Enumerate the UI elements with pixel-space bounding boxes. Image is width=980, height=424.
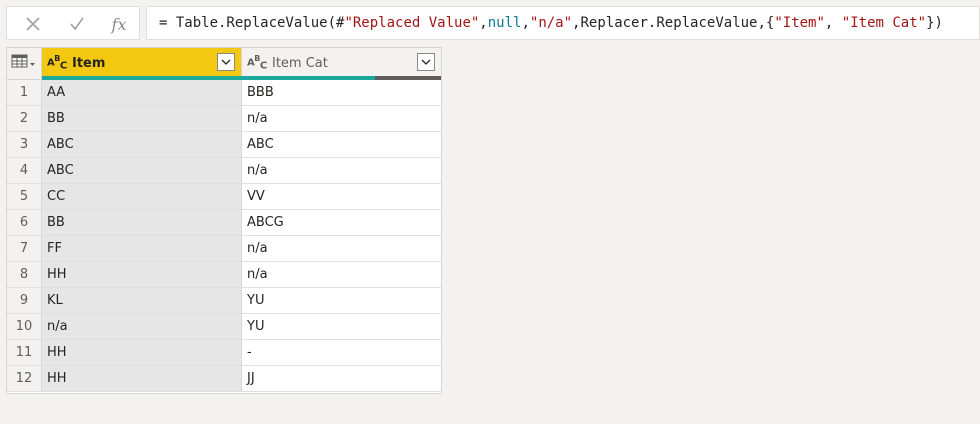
formula-token: , xyxy=(824,15,842,31)
row-number: 4 xyxy=(7,158,42,184)
formula-input[interactable]: = Table.ReplaceValue(#"Replaced Value",n… xyxy=(146,6,980,40)
row-number: 10 xyxy=(7,314,42,340)
column-header-label: Item xyxy=(72,56,106,71)
cell-item-cat[interactable]: YU xyxy=(242,288,441,314)
formula-token: null xyxy=(487,15,522,31)
cell-item[interactable]: n/a xyxy=(42,314,242,340)
formula-token: }) xyxy=(926,15,943,31)
abc-text-type-icon[interactable]: ABC xyxy=(247,54,267,72)
column-header-label: Item Cat xyxy=(272,56,328,71)
formula-token: "Item" xyxy=(774,15,825,31)
row-number: 1 xyxy=(7,80,42,106)
column-header-item-cat[interactable]: ABC Item Cat xyxy=(242,48,441,80)
row-number: 12 xyxy=(7,366,42,392)
row-number: 9 xyxy=(7,288,42,314)
formula-token: , xyxy=(479,15,488,31)
table-icon xyxy=(11,54,35,68)
table-menu-button[interactable] xyxy=(7,48,42,80)
column-quality-bar-empty xyxy=(375,76,441,80)
cell-item[interactable]: FF xyxy=(42,236,242,262)
cell-item[interactable]: CC xyxy=(42,184,242,210)
formula-token: "n/a" xyxy=(529,15,573,31)
formula-token: , xyxy=(521,15,530,31)
column-header-item[interactable]: ABC Item xyxy=(42,48,242,80)
cell-item-cat[interactable]: ABCG xyxy=(242,210,441,236)
column-quality-bar-valid xyxy=(242,76,375,80)
cell-item-cat[interactable]: - xyxy=(242,340,441,366)
formula-token: = Table.ReplaceValue(# xyxy=(159,15,345,31)
cell-item[interactable]: HH xyxy=(42,262,242,288)
abc-text-type-icon[interactable]: ABC xyxy=(47,54,67,72)
cell-item-cat[interactable]: BBB xyxy=(242,80,441,106)
row-number: 11 xyxy=(7,340,42,366)
row-number: 2 xyxy=(7,106,42,132)
formula-token: "Item Cat" xyxy=(841,15,927,31)
row-number: 5 xyxy=(7,184,42,210)
cell-item[interactable]: BB xyxy=(42,210,242,236)
cell-item[interactable]: KL xyxy=(42,288,242,314)
chevron-down-icon xyxy=(421,59,431,65)
cell-item[interactable]: ABC xyxy=(42,158,242,184)
row-number: 8 xyxy=(7,262,42,288)
cell-item-cat[interactable]: ABC xyxy=(242,132,441,158)
x-icon[interactable] xyxy=(13,7,53,41)
cell-item[interactable]: AA xyxy=(42,80,242,106)
cell-item-cat[interactable]: n/a xyxy=(242,236,441,262)
cell-item[interactable]: HH xyxy=(42,366,242,392)
row-number: 7 xyxy=(7,236,42,262)
cell-item[interactable]: BB xyxy=(42,106,242,132)
row-number: 6 xyxy=(7,210,42,236)
filter-dropdown-button[interactable] xyxy=(417,53,435,71)
cell-item-cat[interactable]: JJ xyxy=(242,366,441,392)
formula-token: ,Replacer.ReplaceValue,{ xyxy=(572,15,775,31)
cell-item-cat[interactable]: n/a xyxy=(242,106,441,132)
cell-item[interactable]: ABC xyxy=(42,132,242,158)
fx-icon[interactable]: fx xyxy=(111,14,127,34)
row-number: 3 xyxy=(7,132,42,158)
cell-item-cat[interactable]: VV xyxy=(242,184,441,210)
formula-bar-buttons: fx xyxy=(6,6,140,40)
cell-item-cat[interactable]: n/a xyxy=(242,262,441,288)
chevron-down-icon xyxy=(221,59,231,65)
filter-dropdown-button[interactable] xyxy=(217,53,235,71)
cell-item-cat[interactable]: YU xyxy=(242,314,441,340)
cell-item-cat[interactable]: n/a xyxy=(242,158,441,184)
column-quality-bar-valid xyxy=(42,76,242,80)
formula-bar: fx = Table.ReplaceValue(#"Replaced Value… xyxy=(0,0,980,46)
formula-token: "Replaced Value" xyxy=(344,15,480,31)
cell-item[interactable]: HH xyxy=(42,340,242,366)
check-icon[interactable] xyxy=(57,7,97,41)
